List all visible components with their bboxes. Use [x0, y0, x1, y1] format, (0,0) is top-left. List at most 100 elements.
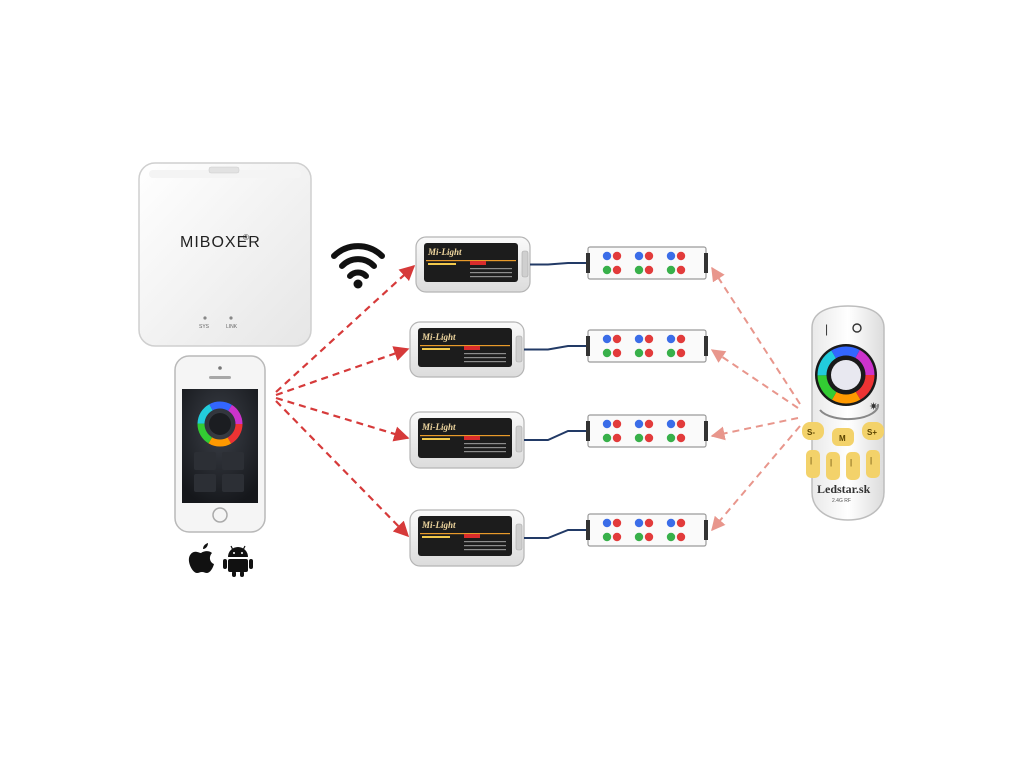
led-green	[634, 532, 644, 542]
arrow-to-controller-4	[275, 400, 410, 538]
led-red	[676, 251, 686, 261]
mi-light-controller: Mi-Light	[409, 411, 525, 469]
led-red	[612, 419, 622, 429]
led-red	[676, 532, 686, 542]
led-blue	[666, 518, 676, 528]
connection-cable	[524, 430, 588, 441]
arrow-to-strip-4	[711, 425, 801, 532]
link-led-label: LINK	[226, 324, 238, 330]
smartphone	[174, 355, 266, 533]
led-green	[666, 433, 676, 443]
arrow-to-strip-1	[711, 266, 801, 405]
led-red	[676, 348, 686, 358]
svg-text:|: |	[850, 458, 852, 467]
led-red	[676, 334, 686, 344]
link-led	[229, 316, 233, 320]
led-blue	[602, 419, 612, 429]
controller-brand-label: Mi-Light	[421, 422, 456, 432]
app-tile	[194, 452, 216, 470]
led-green	[634, 433, 644, 443]
led-red	[644, 518, 654, 528]
remote-mode-buttons: S- M S+	[802, 422, 884, 446]
led-red	[612, 348, 622, 358]
phone-home-button	[212, 507, 228, 523]
arrow-to-controller-3	[275, 396, 410, 442]
phone-speaker	[209, 376, 231, 379]
connection-cable	[530, 262, 588, 266]
controller-row: Mi-Light	[409, 411, 708, 469]
brightness-slider	[819, 403, 880, 421]
led-green	[666, 532, 676, 542]
brightness-icon: ✷	[869, 401, 878, 413]
remote-color-ring	[815, 344, 877, 406]
led-red	[612, 251, 622, 261]
controller-brand-label: Mi-Light	[421, 520, 456, 530]
android-icon	[223, 545, 253, 577]
remote-band-label: 2.4G RF	[832, 498, 851, 504]
mi-light-controller: Mi-Light	[415, 236, 531, 293]
led-red	[612, 433, 622, 443]
led-blue	[634, 251, 644, 261]
led-red	[612, 265, 622, 275]
mi-light-controller: Mi-Light	[409, 509, 525, 567]
led-blue	[634, 334, 644, 344]
led-blue	[666, 251, 676, 261]
led-red	[644, 419, 654, 429]
led-blue	[634, 419, 644, 429]
controller-brand-label: Mi-Light	[421, 332, 456, 342]
apple-icon	[188, 543, 214, 573]
gateway-brand-label: MIBOXER	[180, 234, 261, 251]
led-blue	[666, 419, 676, 429]
led-red	[676, 419, 686, 429]
wifi-gateway-box: MIBOXER ® SYS LINK	[138, 162, 312, 347]
controller-row: Mi-Light	[415, 236, 708, 293]
app-tile	[222, 474, 244, 492]
led-green	[602, 433, 612, 443]
remote-power-on-icon: |	[825, 322, 828, 336]
rf-remote-control: | ✷ S- M S+ | | |	[802, 305, 885, 521]
led-green	[602, 532, 612, 542]
led-green	[634, 348, 644, 358]
led-blue	[602, 251, 612, 261]
connection-cable	[524, 345, 588, 351]
mi-light-controller: Mi-Light	[409, 321, 525, 378]
arrow-to-strip-3	[710, 417, 799, 441]
remote-brand-label: Ledstar.sk	[817, 482, 871, 496]
controller-row: Mi-Light	[409, 321, 708, 378]
app-tile	[194, 474, 216, 492]
led-green	[602, 348, 612, 358]
led-red	[644, 265, 654, 275]
led-red	[644, 348, 654, 358]
remote-power-off-icon	[852, 323, 862, 333]
led-green	[666, 265, 676, 275]
arrow-to-strip-2	[710, 349, 799, 409]
arrow-to-controller-2	[275, 346, 410, 397]
phone-to-controller-arrows	[275, 264, 416, 538]
led-red	[676, 265, 686, 275]
mode-label: M	[839, 434, 846, 443]
app-tile	[222, 452, 244, 470]
sys-led	[203, 316, 207, 320]
controller-brand-label: Mi-Light	[427, 247, 462, 257]
led-red	[644, 532, 654, 542]
wifi-icon	[331, 243, 385, 289]
rgb-led-strip	[586, 513, 708, 547]
connection-cable	[524, 529, 588, 539]
speed-down-label: S-	[807, 428, 815, 437]
led-red	[612, 532, 622, 542]
led-red	[676, 518, 686, 528]
led-blue	[634, 518, 644, 528]
rgb-led-strip	[586, 414, 708, 448]
led-red	[612, 518, 622, 528]
led-red	[676, 433, 686, 443]
led-green	[666, 348, 676, 358]
speed-up-label: S+	[867, 428, 877, 437]
remote-zone-buttons: | | | |	[806, 450, 880, 480]
led-green	[634, 265, 644, 275]
svg-text:|: |	[810, 456, 812, 465]
svg-text:|: |	[870, 456, 872, 465]
sys-led-label: SYS	[199, 324, 210, 330]
rgb-led-strip	[586, 246, 708, 280]
